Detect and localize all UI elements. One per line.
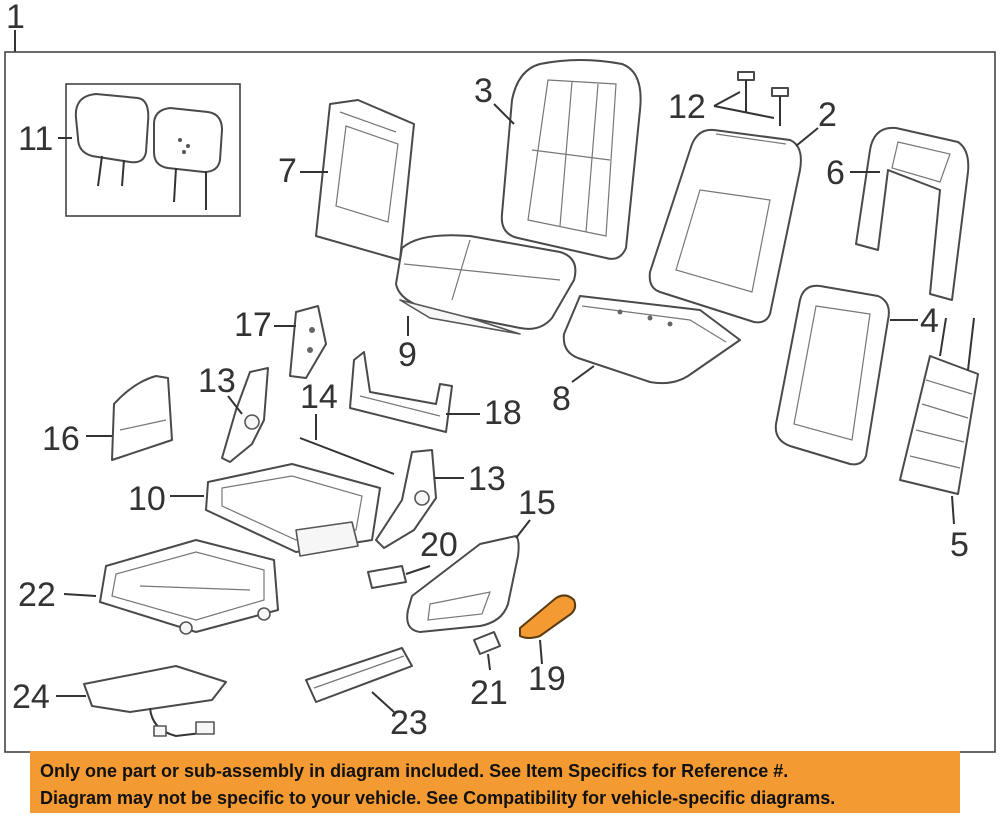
callout-6: 6 [826, 154, 845, 192]
part-23-outer-trim [305, 647, 413, 703]
callout-14: 14 [300, 378, 338, 416]
part-15-side-cover [406, 535, 520, 633]
part-3-seatback-cover [500, 59, 642, 260]
callout-24: 24 [12, 678, 50, 716]
callout-23: 23 [390, 704, 428, 742]
disclaimer-line-2: Diagram may not be specific to your vehi… [40, 788, 836, 808]
callout-1: 1 [6, 0, 25, 36]
part-8-cushion-pad [562, 295, 741, 385]
callout-5: 5 [950, 526, 969, 564]
part-13-right-recliner [375, 449, 437, 549]
callout-19: 19 [528, 660, 566, 698]
part-24-wire-harness [83, 665, 227, 738]
headrest-box [65, 83, 241, 217]
callout-18: 18 [484, 394, 522, 432]
part-19-adjuster-handle [519, 594, 577, 639]
part-9-cushion-cover [395, 234, 577, 335]
callout-21: 21 [470, 674, 508, 712]
callout-11: 11 [18, 120, 53, 158]
part-11-headrests [74, 93, 223, 210]
callout-3: 3 [474, 72, 493, 110]
callout-17: 17 [234, 306, 272, 344]
part-16-side-shield [111, 375, 173, 461]
part-6-frame-trim [855, 126, 970, 301]
callout-15: 15 [518, 484, 556, 522]
callout-16: 16 [42, 420, 80, 458]
disclaimer-line-1: Only one part or sub-assembly in diagram… [40, 761, 789, 781]
callout-22: 22 [18, 576, 56, 614]
disclaimer-banner: Only one part or sub-assembly in diagram… [30, 751, 960, 813]
callout-13b: 13 [468, 460, 506, 498]
part-20-switch [367, 565, 407, 589]
part-4-seatback-frame [774, 284, 890, 466]
part-17-hinge-cover [289, 305, 327, 379]
callout-10: 10 [128, 480, 166, 518]
part-7-back-panel [315, 99, 415, 261]
callout-12: 12 [668, 88, 706, 126]
part-2-seatback-pad [648, 128, 802, 324]
part-22-seat-track [99, 539, 279, 635]
callout-9: 9 [398, 336, 417, 374]
callout-13a: 13 [198, 362, 236, 400]
callout-8: 8 [552, 380, 571, 418]
part-5-lumbar-support [899, 317, 979, 495]
callout-7: 7 [278, 152, 297, 190]
part-10-cushion-frame [205, 463, 381, 557]
callout-2: 2 [818, 96, 837, 134]
part-12-bolts [737, 71, 789, 126]
part-21-knob [473, 631, 501, 655]
part-18-rear-bracket [349, 351, 453, 433]
callout-20: 20 [420, 526, 458, 564]
part-13-left-recliner [221, 367, 269, 463]
part-14-rod [299, 437, 395, 475]
callout-4: 4 [920, 302, 939, 340]
